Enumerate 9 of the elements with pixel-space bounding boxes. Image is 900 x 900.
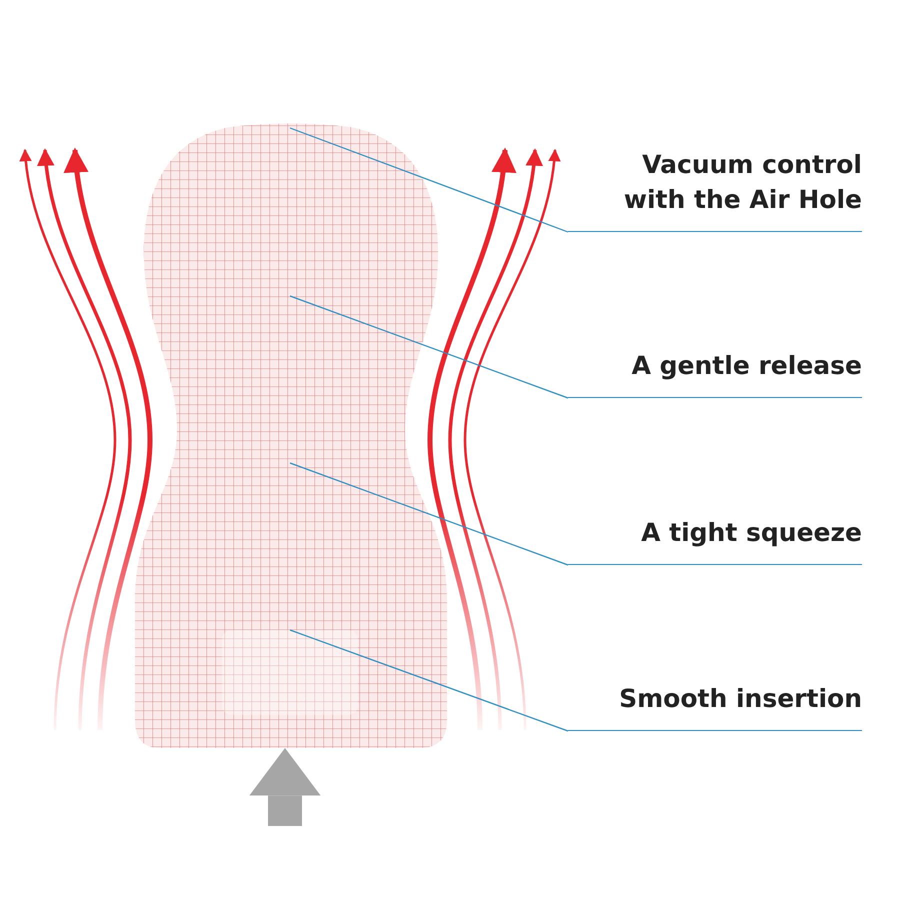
- label-text: Vacuum control with the Air Hole: [622, 149, 862, 216]
- label-text: A tight squeeze: [641, 517, 862, 549]
- leader-line: [290, 295, 568, 399]
- insert-arrow: [249, 748, 321, 826]
- leader-line: [290, 629, 568, 732]
- leader-line: [290, 127, 568, 233]
- label-text: Smooth insertion: [619, 683, 862, 715]
- cup-drawing: [135, 121, 447, 748]
- label-text: A gentle release: [632, 350, 862, 382]
